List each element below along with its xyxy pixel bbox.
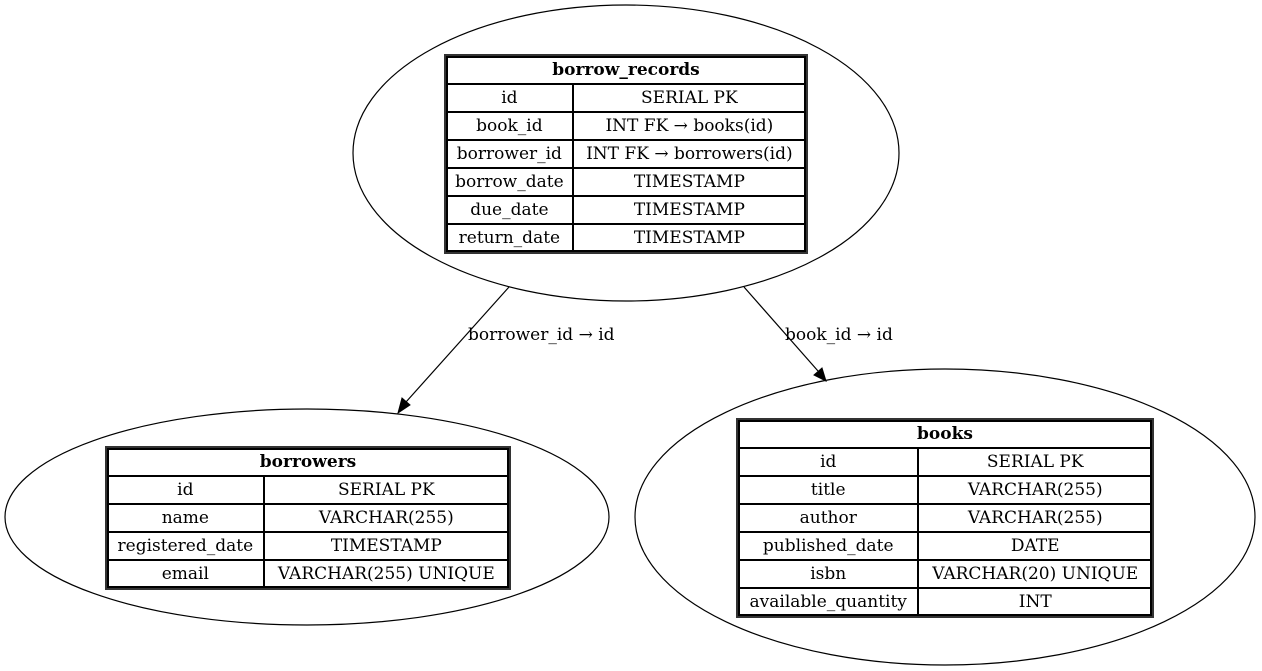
field-name: registered_date bbox=[107, 532, 264, 560]
field-name: borrower_id bbox=[446, 140, 573, 168]
field-type: VARCHAR(20) UNIQUE bbox=[918, 560, 1152, 588]
field-name: id bbox=[446, 84, 573, 112]
field-name: book_id bbox=[446, 112, 573, 140]
field-type: VARCHAR(255) bbox=[918, 504, 1152, 532]
field-type: SERIAL PK bbox=[918, 448, 1152, 476]
field-type: VARCHAR(255) UNIQUE bbox=[263, 560, 509, 588]
table-title: borrowers bbox=[107, 448, 509, 476]
field-name: author bbox=[738, 504, 919, 532]
field-type: DATE bbox=[918, 532, 1152, 560]
edge-label-borrowers: borrower_id → id bbox=[468, 325, 615, 345]
arrow-head-books bbox=[813, 367, 827, 382]
field-type: TIMESTAMP bbox=[572, 168, 806, 196]
table-title: books bbox=[738, 420, 1152, 448]
field-name: id bbox=[107, 476, 264, 504]
field-type: VARCHAR(255) bbox=[263, 504, 509, 532]
field-type: TIMESTAMP bbox=[572, 224, 806, 252]
edge-line-borrowers bbox=[405, 286, 510, 403]
table-title: borrow_records bbox=[446, 56, 806, 84]
field-type: SERIAL PK bbox=[263, 476, 509, 504]
field-name: borrow_date bbox=[446, 168, 573, 196]
field-name: published_date bbox=[738, 532, 919, 560]
field-type: TIMESTAMP bbox=[572, 196, 806, 224]
edge-borrow-records-to-borrowers: borrower_id → id bbox=[397, 286, 615, 415]
field-name: name bbox=[107, 504, 264, 532]
field-name: id bbox=[738, 448, 919, 476]
field-type: INT FK → borrowers(id) bbox=[572, 140, 806, 168]
edge-borrow-records-to-books: book_id → id bbox=[743, 286, 893, 382]
edge-line-books bbox=[743, 286, 819, 372]
field-type: TIMESTAMP bbox=[263, 532, 509, 560]
field-name: isbn bbox=[738, 560, 919, 588]
field-name: email bbox=[107, 560, 264, 588]
edge-label-books: book_id → id bbox=[785, 325, 893, 345]
field-name: due_date bbox=[446, 196, 573, 224]
field-type: INT FK → books(id) bbox=[572, 112, 806, 140]
field-type: INT bbox=[918, 588, 1152, 616]
field-type: SERIAL PK bbox=[572, 84, 806, 112]
field-name: return_date bbox=[446, 224, 573, 252]
field-type: VARCHAR(255) bbox=[918, 476, 1152, 504]
field-name: title bbox=[738, 476, 919, 504]
field-name: available_quantity bbox=[738, 588, 919, 616]
arrow-head-borrowers bbox=[397, 397, 411, 415]
